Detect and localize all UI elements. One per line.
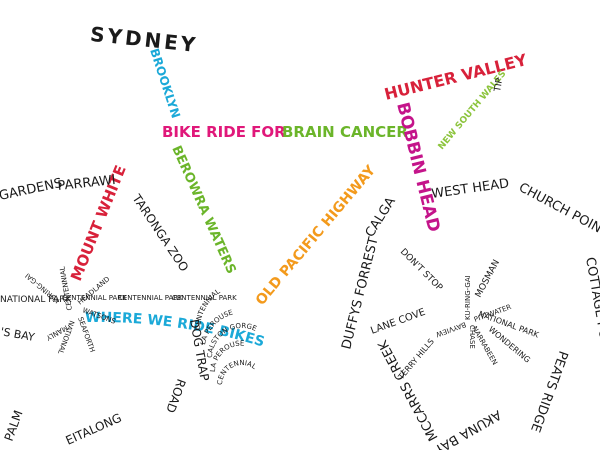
rear-centennial-park-label-3: CENTENNIAL PARK [172,294,237,302]
rear-gardens-label: GARDENS [0,176,64,204]
front-wheel: CALGA WEST HEAD CHURCH POINT COTTAGE POI… [339,176,600,455]
front-cottage-point-label: COTTAGE POINT [582,256,600,362]
front-akuna-bay-label: AKUNA BAY [432,407,504,450]
bike-ride-for-label: BIKE RIDE FOR [162,123,286,141]
brain-cancer-label: BRAIN CANCER [282,123,408,141]
rear-centennial-park-label-2: CENTENNIAL PARK [118,294,183,302]
bobbin-head-label: BOBBIN HEAD [392,100,444,234]
taronga-zoo-label: TARONGA ZOO [129,191,191,274]
road-label: ROAD [163,377,188,415]
front-spoke: BAYVIEW [435,320,467,338]
front-spoke: KU-RING-GAI [464,275,472,320]
rear-bay-label: 'S BAY [0,325,36,344]
front-spoke: CHASE [468,325,476,349]
chainring-line: CENTENNIAL [216,359,258,385]
front-lane-cove-label: LANE COVE [369,307,427,337]
front-mosman-label: MOSMAN [474,258,502,299]
rear-palm-label: PALM [2,408,26,443]
rear-parrawi-label: PARRAWI [57,173,117,194]
front-dont-stop-label: DON'T STOP [398,247,445,294]
front-mccarrs-creek-label: MCCARRS CREEK [376,337,442,443]
rear-national-park-label: NATIONAL PARK [0,295,72,305]
front-peats-ridge-label: PEATS RIDGE [527,349,570,434]
front-church-point-label: CHURCH POINT [516,180,600,240]
brooklyn-label: BROOKLYN [147,47,183,120]
front-terry-hills-label: TERRY HILLS [396,337,436,382]
tip-label: TIP [493,77,505,94]
front-west-head-label: WEST HEAD [430,176,510,202]
sydney-label: SYDNEY [89,22,199,57]
rear-eitalong-label: EITALONG [64,411,124,448]
front-calga-label: CALGA [363,195,399,241]
rear-centennial-park-label: CENTENNIAL PARK [62,294,127,302]
